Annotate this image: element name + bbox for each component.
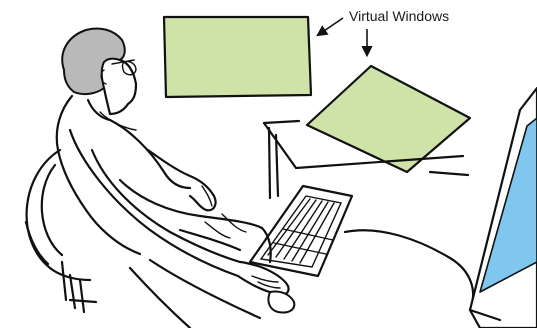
arrow-to-upright-window bbox=[318, 18, 343, 35]
virtual-window-tilted bbox=[307, 66, 470, 172]
monitor bbox=[470, 88, 537, 328]
virtual-windows-label: Virtual Windows bbox=[349, 8, 449, 24]
monitor-screen bbox=[480, 118, 537, 292]
mouse bbox=[268, 291, 294, 312]
chair bbox=[26, 150, 96, 312]
virtual-window-upright bbox=[164, 17, 311, 97]
floor-line bbox=[345, 230, 473, 310]
hair bbox=[62, 28, 125, 94]
